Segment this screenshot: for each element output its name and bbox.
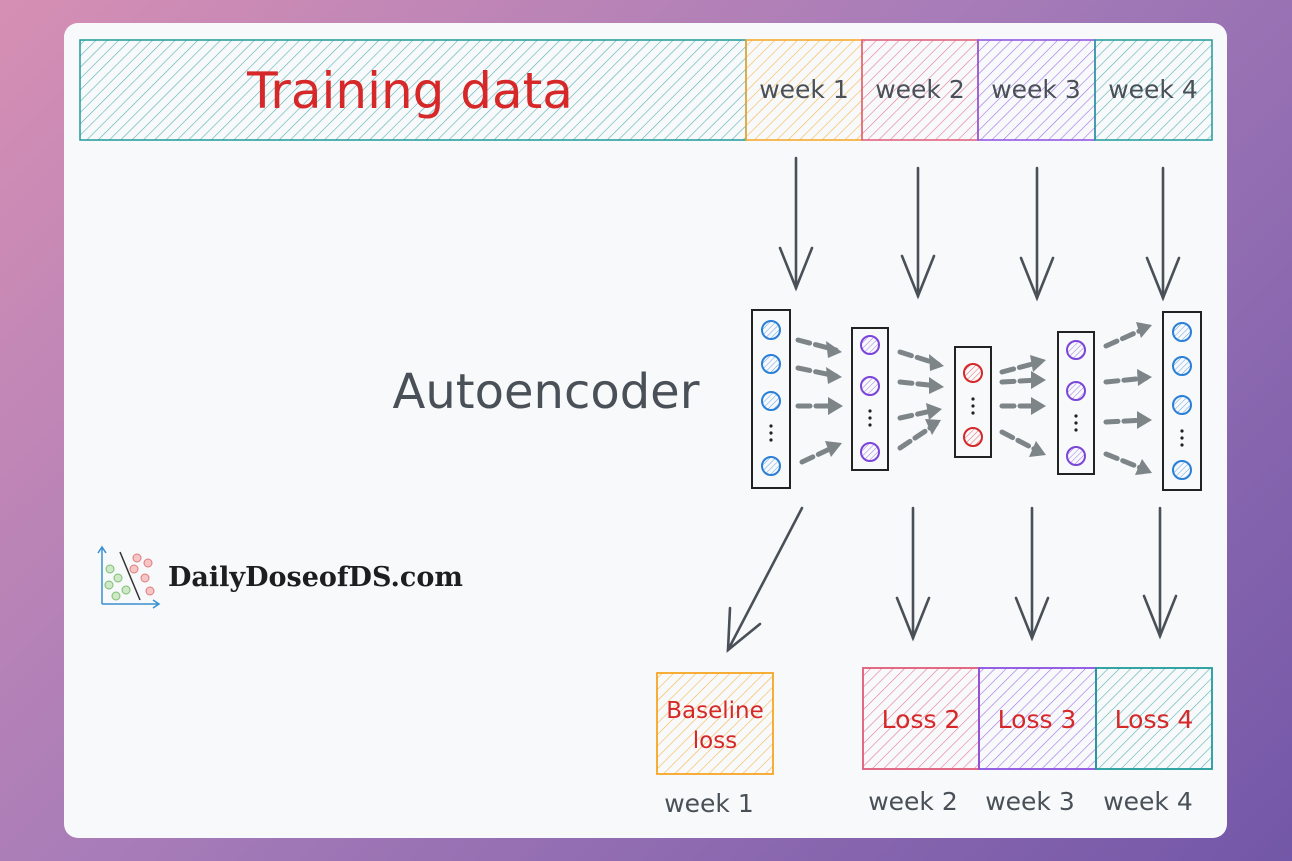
loss-4-label: Loss 4 <box>1115 705 1194 734</box>
week-4-segment: week 4 <box>1094 39 1213 141</box>
arrow-down-icon <box>900 166 936 300</box>
training-data-bar: Training data <box>79 39 747 141</box>
week-2-segment: week 2 <box>861 39 979 141</box>
brand-logo-icon <box>97 545 161 609</box>
loss-3-box: Loss 3 <box>978 667 1097 770</box>
bottom-week-1-label: week 1 <box>664 789 754 818</box>
week-3-segment: week 3 <box>977 39 1096 141</box>
arrow-down-icon <box>1142 506 1178 640</box>
layer-input <box>751 309 791 489</box>
arrow-diagonal-icon <box>726 506 804 653</box>
layer-hidden-1 <box>851 327 889 471</box>
autoencoder-label: Autoencoder <box>393 364 700 420</box>
input-arrows <box>778 156 1181 302</box>
baseline-loss-box: Baseline loss <box>656 672 774 775</box>
arrow-down-icon <box>1145 166 1181 302</box>
loss-4-box: Loss 4 <box>1095 667 1213 770</box>
loss-2-box: Loss 2 <box>862 667 980 770</box>
week-2-label: week 2 <box>875 75 965 104</box>
week-1-segment: week 1 <box>745 39 863 141</box>
layer-bottleneck <box>954 346 992 458</box>
bottom-week-3-label: week 3 <box>985 787 1075 816</box>
loss-3-label: Loss 3 <box>998 705 1077 734</box>
training-data-label: Training data <box>246 62 573 120</box>
arrow-down-icon <box>895 506 931 642</box>
brand-name[interactable]: DailyDoseofDS.com <box>168 562 463 593</box>
week-4-label: week 4 <box>1108 75 1198 104</box>
loss-2-label: Loss 2 <box>882 705 961 734</box>
baseline-label-line1: Baseline <box>666 698 764 724</box>
output-arrows <box>726 506 1178 653</box>
layer-connections <box>795 322 1152 475</box>
arrow-down-icon <box>778 156 814 292</box>
bottom-week-2-label: week 2 <box>868 787 958 816</box>
week-3-label: week 3 <box>991 75 1081 104</box>
week-1-label: week 1 <box>759 75 849 104</box>
layer-hidden-2 <box>1057 331 1095 475</box>
bottom-week-4-label: week 4 <box>1103 787 1193 816</box>
baseline-label-line2: loss <box>693 728 737 754</box>
arrow-down-icon <box>1014 506 1050 642</box>
layer-output <box>1162 311 1202 491</box>
arrow-down-icon <box>1019 166 1055 302</box>
